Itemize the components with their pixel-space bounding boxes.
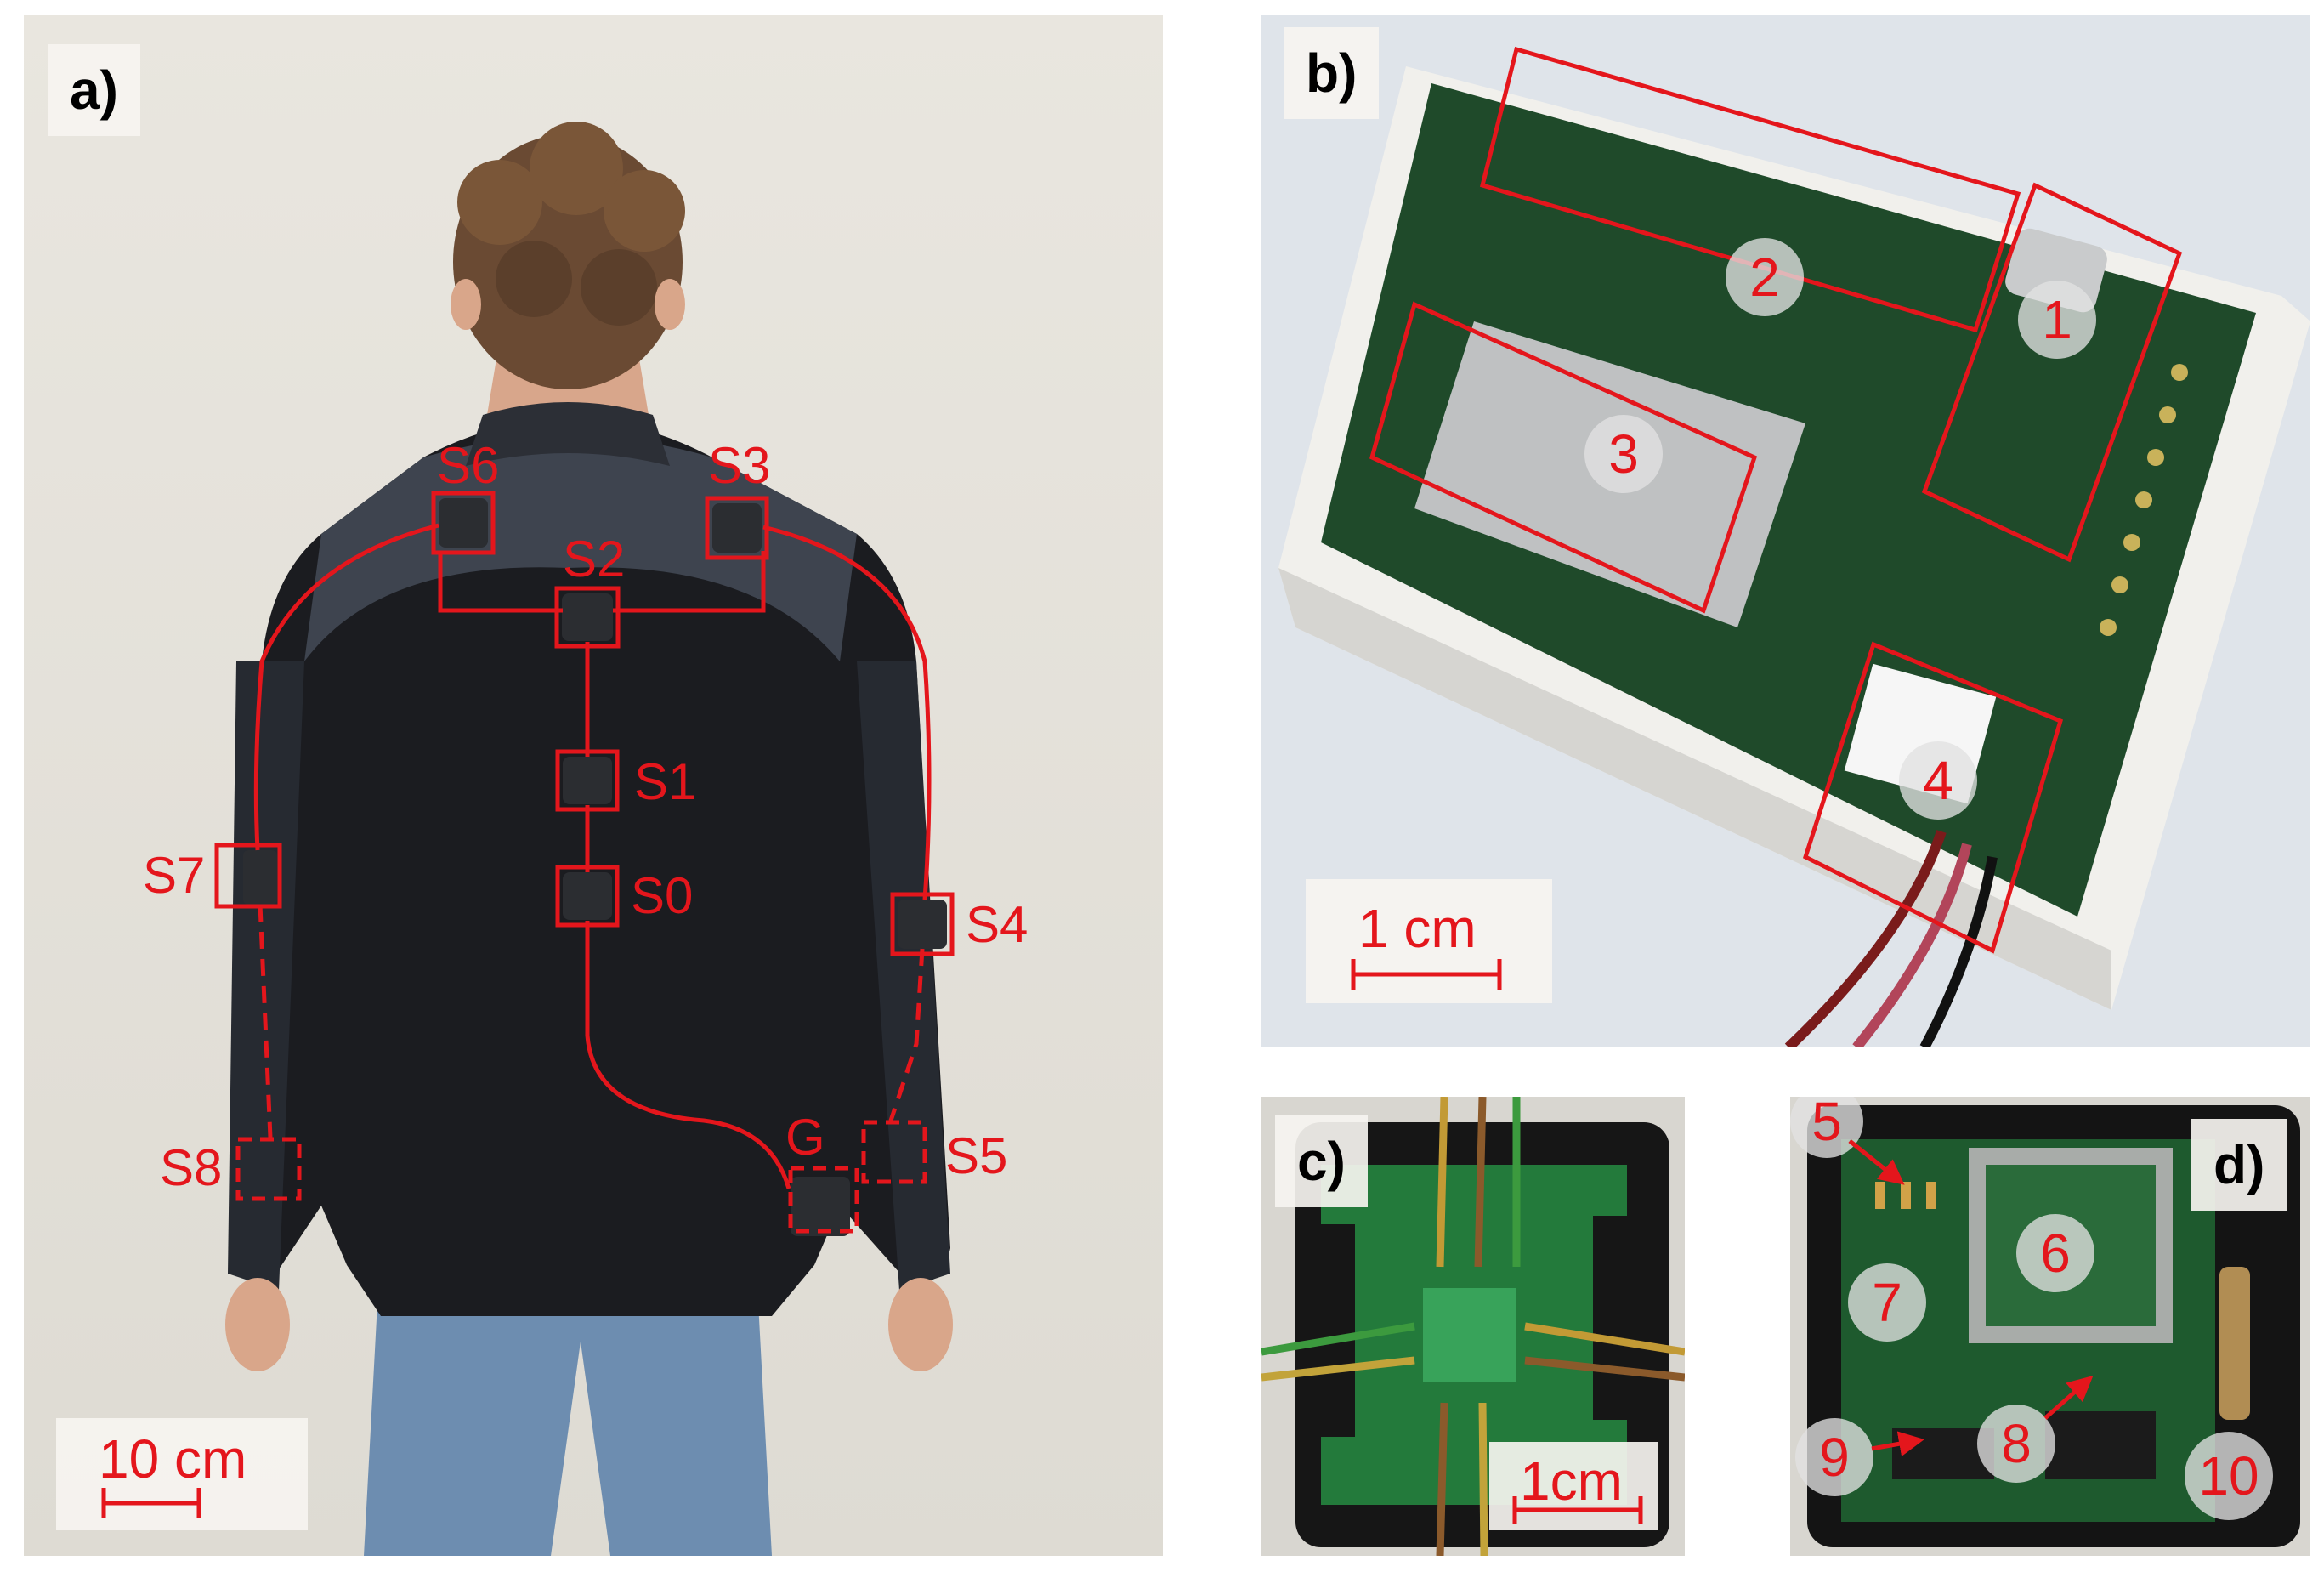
sensor-label-s2: S2 (563, 531, 626, 587)
sensor-label-s7: S7 (143, 847, 206, 904)
sensor-label-s3: S3 (708, 437, 771, 494)
component-badge-8: 8 (1977, 1405, 2055, 1483)
component-badge-10: 10 (2185, 1432, 2273, 1520)
panel-b-scalebar: 1 cm (1306, 879, 1552, 1003)
scale-label: 1 cm (1358, 898, 1477, 959)
panel-b-label: b) (1284, 27, 1380, 119)
sensor-label-s0: S0 (631, 867, 694, 924)
component-badge-9: 9 (1795, 1418, 1873, 1496)
sensor-label-s5: S5 (945, 1127, 1008, 1184)
module-badge-2: 2 (1726, 238, 1804, 316)
sensor-label-g: G (785, 1109, 825, 1166)
sensor-label-s8: S8 (160, 1139, 223, 1196)
sensor-label-s6: S6 (437, 437, 500, 494)
component-badge-6: 6 (2016, 1214, 2094, 1292)
module-badge-1: 1 (2018, 281, 2096, 359)
panel-a-scalebar: 10 cm (56, 1418, 308, 1530)
component-badge-7: 7 (1848, 1263, 1926, 1342)
person-photo (24, 15, 1163, 1556)
panel-a: a) S6 S3 S2 S1 S0 S7 S4 S8 S5 G 10 cm (24, 15, 1163, 1556)
module-badge-4: 4 (1899, 741, 1977, 820)
panel-a-label: a) (48, 44, 140, 136)
scale-label: 1cm (1520, 1450, 1623, 1512)
panel-b: b) 1 2 3 4 1 cm (1261, 15, 2310, 1047)
panel-c-label: c) (1275, 1115, 1368, 1207)
scale-label: 10 cm (99, 1428, 247, 1490)
panel-d: d) 5 6 7 8 9 10 (1790, 1097, 2310, 1556)
panel-d-label: d) (2191, 1119, 2287, 1211)
sensor-board-photo (1261, 1097, 1685, 1556)
panel-c-scalebar: 1cm (1489, 1442, 1658, 1530)
component-arrows (1848, 1139, 2094, 1456)
module-badge-3: 3 (1584, 415, 1663, 493)
sensor-label-s1: S1 (634, 753, 697, 810)
component-badge-5: 5 (1790, 1097, 1863, 1158)
panel-c: c) 1cm (1261, 1097, 1685, 1556)
sensor-label-s4: S4 (966, 896, 1029, 953)
